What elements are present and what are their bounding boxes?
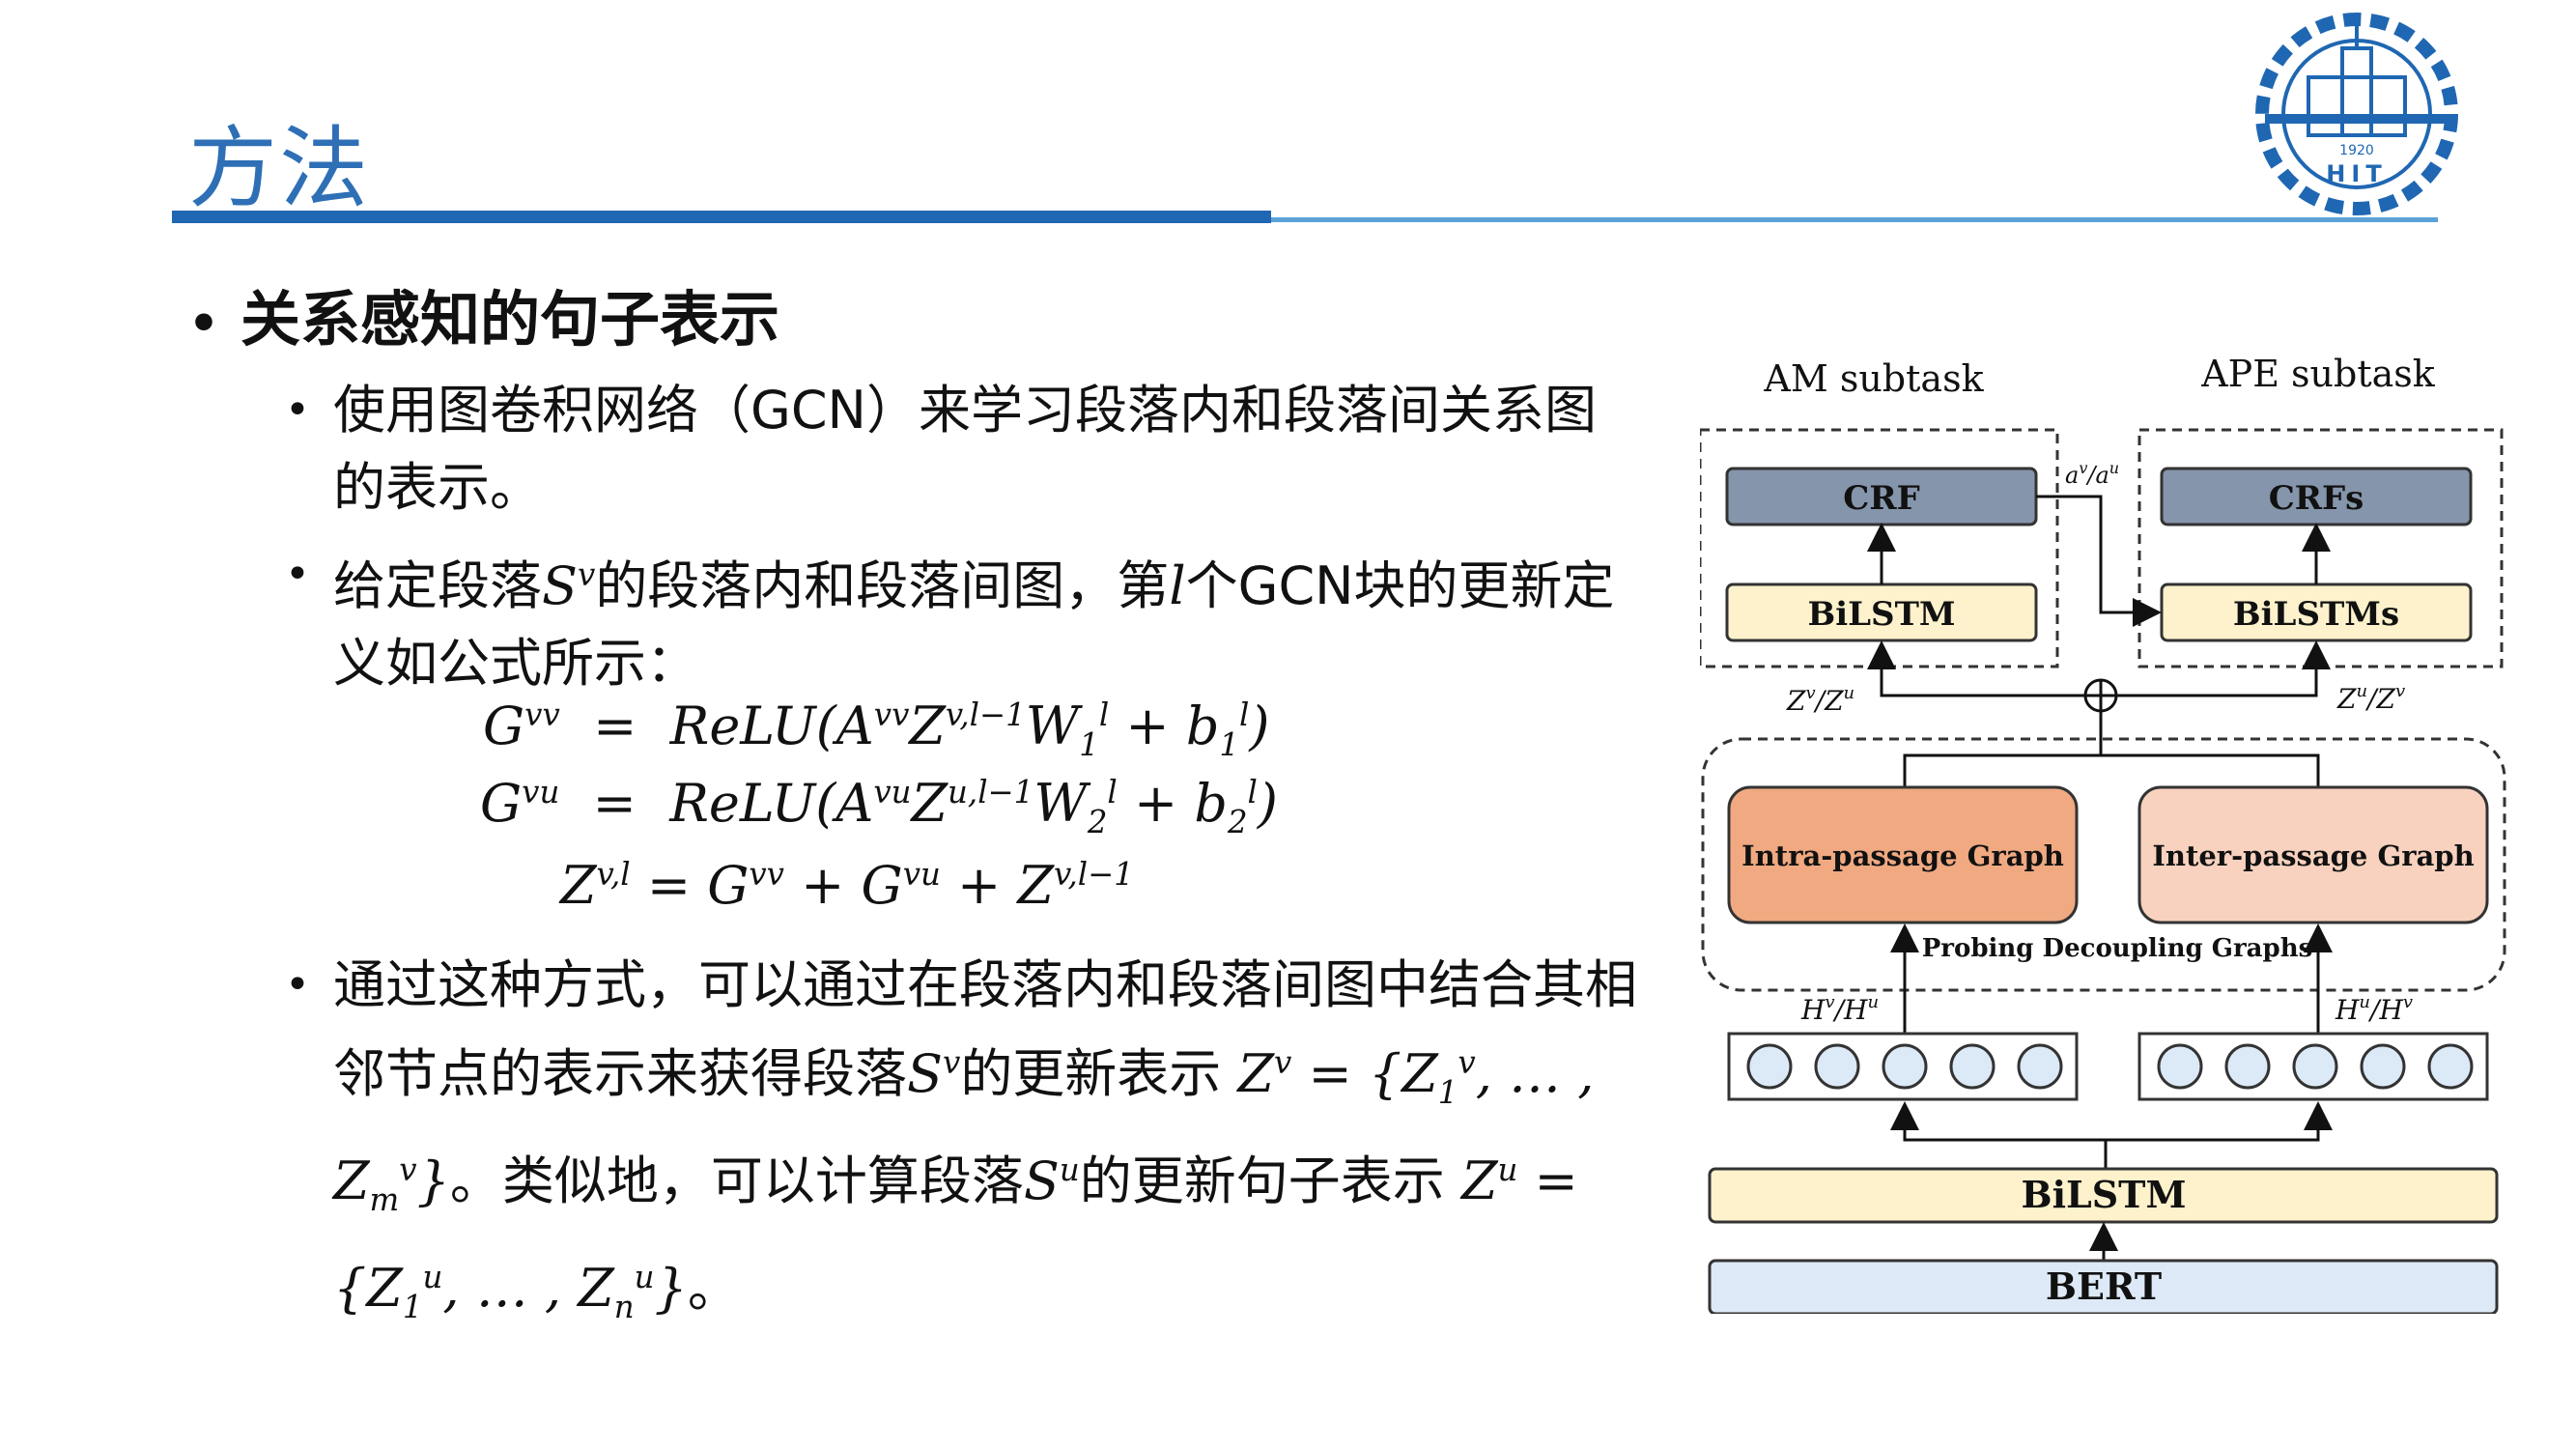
hv-hu-label: Hv/Hu	[1800, 992, 1879, 1026]
page-title: 方法	[188, 117, 371, 220]
paragraph-3-b: 的更新表示	[960, 1043, 1222, 1104]
paragraph-2-c: 个GCN块的更新定义如公式所示：	[333, 555, 1615, 694]
section-heading-text: 关系感知的句子表示	[240, 284, 779, 355]
paragraph-1-text: 使用图卷积网络（GCN）来学习段落内和段落间关系图的表示。	[333, 380, 1597, 518]
equation-3: Zv,l = Gvv + Gvu + Zv,l−1	[560, 855, 1134, 916]
bert-label: BERT	[2046, 1264, 2162, 1308]
bert-block	[1708, 1259, 2499, 1314]
paragraph-2-b: 的段落内和段落间图，第	[595, 555, 1170, 616]
crf-label: CRF	[1843, 479, 1919, 518]
math-Sv: Sv	[907, 1043, 961, 1104]
probing-box	[1701, 737, 2506, 992]
zu-zv-label-right: Zu/Zv	[2336, 681, 2405, 715]
paragraph-3-c: 。类似地，可以计算段落	[449, 1150, 1024, 1211]
bullet-dot: •	[285, 385, 310, 435]
title-underline-light	[1271, 217, 2438, 222]
model-diagram: AM subtask APE subtask CRF CRFs BiLSTM B…	[1700, 353, 2506, 1314]
equation-1: Gvv = ReLU(AvvZv,l−1W1l + b1l)	[483, 696, 1270, 763]
paragraph-3-d: 的更新句子表示	[1079, 1150, 1445, 1211]
paragraph-3-a: 通过这种方式，可以通过在段落内和段落间图中结合其相邻节点的表示来获得段落	[333, 954, 1637, 1104]
bilstm-am-label: BiLSTM	[1807, 595, 1955, 634]
intra-graph-label: Intra-passage Graph	[1741, 839, 2064, 872]
section-heading: • 关系感知的句子表示	[188, 270, 779, 357]
ape-subtask-label: APE subtask	[2200, 353, 2436, 395]
hu-hv-label: Hu/Hv	[2335, 992, 2413, 1026]
math-Sv: Sv	[542, 555, 596, 616]
bullet-dot: •	[285, 550, 310, 599]
paragraph-3: • 通过这种方式，可以通过在段落内和段落间图中结合其相邻节点的表示来获得段落Sv…	[285, 947, 1647, 1345]
zv-zu-label-left: Zv/Zu	[1786, 683, 1854, 717]
am-subtask-label: AM subtask	[1763, 357, 1984, 400]
paragraph-1: • 使用图卷积网络（GCN）来学习段落内和段落间关系图的表示。	[285, 372, 1647, 526]
bilstm-main-label: BiLSTM	[2021, 1173, 2186, 1216]
math-l: l	[1169, 555, 1186, 616]
inter-graph-block	[2137, 785, 2489, 924]
math-Zu-set: Zu = {Z1u, … , Znu}	[333, 1150, 1578, 1325]
logo-year: 1920	[2339, 143, 2374, 158]
bilstms-ape-label: BiLSTMs	[2233, 595, 2399, 634]
math-Zv-set: Zv = {Z1v, … , Zmv}	[333, 1043, 1595, 1218]
logo-name: HIT	[2326, 160, 2387, 187]
bullet-dot: •	[188, 296, 219, 352]
equation-2: Gvu = ReLU(AvuZu,l−1W2l + b2l)	[480, 773, 1278, 840]
crfs-label: CRFs	[2269, 479, 2364, 518]
bullet-dot: •	[285, 960, 310, 1009]
hit-logo: 1920 HIT	[2255, 13, 2458, 215]
inter-graph-label: Inter-passage Graph	[2152, 839, 2474, 872]
paragraph-2: • 给定段落Sv的段落内和段落间图，第l个GCN块的更新定义如公式所示：	[285, 536, 1647, 702]
math-Su: Su	[1023, 1150, 1080, 1211]
probing-label: Probing Decoupling Graphs	[1922, 934, 2313, 963]
intra-graph-block	[1727, 785, 2079, 924]
node-circles-left	[1746, 1043, 2063, 1090]
title-underline-dark	[172, 211, 1271, 223]
node-circles-right	[2157, 1043, 2474, 1090]
paragraph-2-a: 给定段落	[333, 555, 542, 616]
av-au-label: av/au	[2065, 459, 2119, 489]
